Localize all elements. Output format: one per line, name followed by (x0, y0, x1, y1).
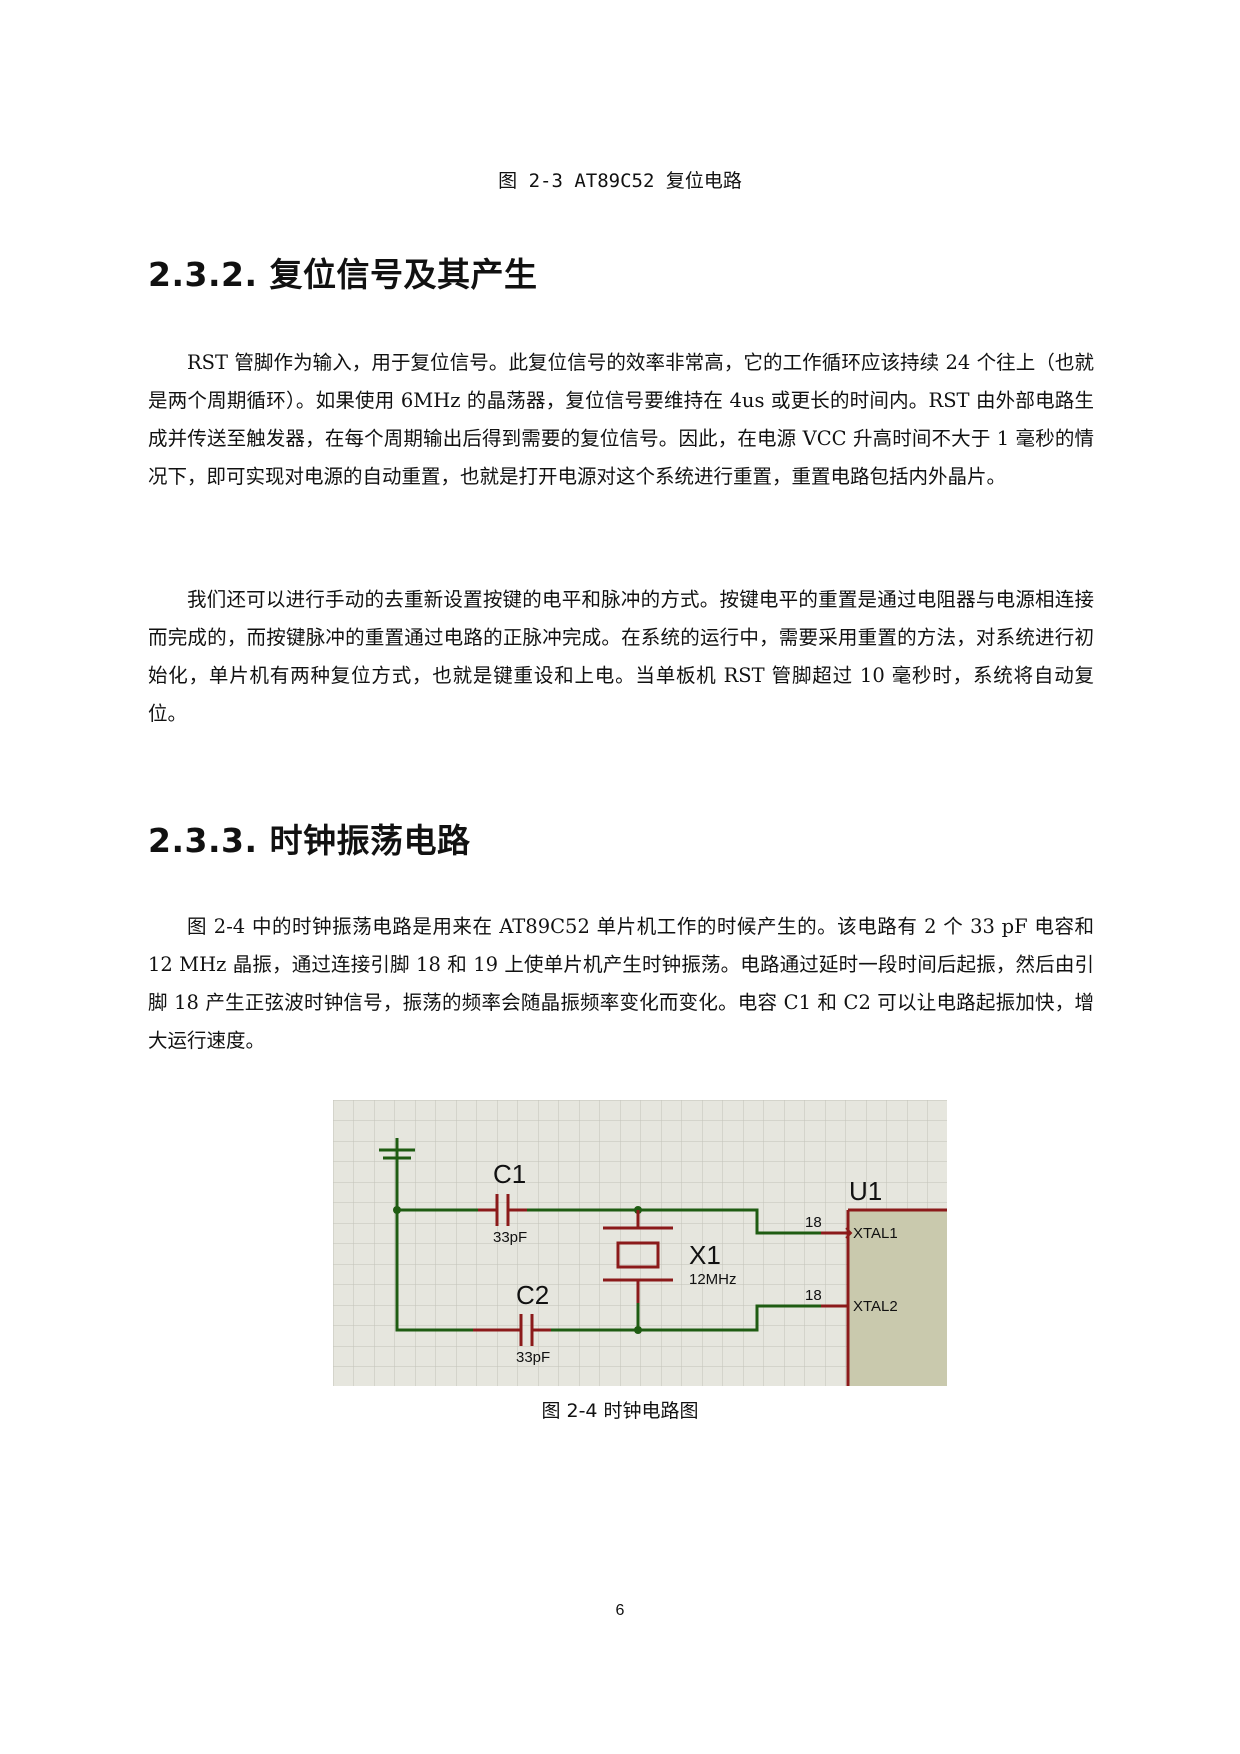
c1-value: 33pF (493, 1229, 527, 1246)
junction-dot (634, 1326, 642, 1334)
c2-value: 33pF (516, 1349, 550, 1366)
chip-u1 (848, 1210, 947, 1386)
paragraph-reset-2: 我们还可以进行手动的去重新设置按键的电平和脉冲的方式。按键电平的重置是通过电阻器… (148, 588, 1094, 725)
capacitor-c2 (473, 1314, 551, 1346)
c2-label: C2 (516, 1280, 549, 1310)
figure-caption-bottom: 图 2-4 时钟电路图 (541, 1400, 699, 1422)
junction-dot (393, 1206, 401, 1214)
x1-label: X1 (689, 1240, 721, 1270)
section-heading-clock: 2.3.3. 时钟振荡电路 (148, 821, 471, 860)
crystal-x1 (603, 1210, 673, 1303)
figure-caption-top: 图 2-3 AT89C52 复位电路 (498, 170, 742, 192)
pin2-number: 18 (805, 1287, 822, 1304)
clock-circuit-schematic: C1 33pF C2 33pF X1 12MHz U1 18 XTAL1 18 … (333, 1100, 947, 1386)
section-heading-reset: 2.3.2. 复位信号及其产生 (148, 255, 538, 294)
paragraph-clock-1: 图 2-4 中的时钟振荡电路是用来在 AT89C52 单片机工作的时候产生的。该… (148, 915, 1094, 1052)
pin1-name: XTAL1 (853, 1225, 898, 1242)
pin2-name: XTAL2 (853, 1298, 898, 1315)
u1-label: U1 (849, 1176, 882, 1206)
paragraph-reset-1: RST 管脚作为输入，用于复位信号。此复位信号的效率非常高，它的工作循环应该持续… (148, 351, 1094, 488)
pin1-number: 18 (805, 1214, 822, 1231)
page-number: 6 (615, 1602, 625, 1619)
x1-value: 12MHz (689, 1271, 737, 1288)
capacitor-c1 (478, 1194, 527, 1226)
c1-label: C1 (493, 1159, 526, 1189)
